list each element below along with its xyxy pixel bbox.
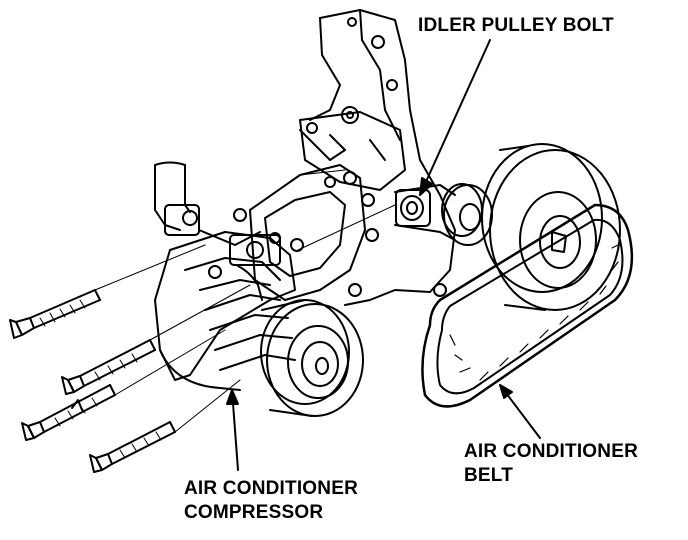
ac-belt-label-line2: BELT — [464, 465, 513, 486]
idler-pulley — [394, 183, 493, 246]
mounting-bolt-4 — [89, 421, 176, 473]
compressor-clutch-pulley — [260, 299, 364, 417]
ac-compressor-body — [154, 231, 296, 391]
ac-belt-label-line1: AIR CONDITIONER — [464, 441, 638, 462]
idler-pulley-bolt-label: IDLER PULLEY BOLT — [418, 14, 614, 38]
mounting-bolt-3 — [21, 384, 116, 441]
mounting-bolts — [9, 289, 176, 473]
bracket-fasteners — [233, 171, 447, 297]
mounting-bolt-1 — [9, 289, 101, 339]
ac-compressor-label-line1: AIR CONDITIONER — [184, 478, 358, 499]
ac-drive-belt — [421, 203, 634, 408]
crankshaft-pulley — [481, 143, 621, 311]
mounting-bolt-2 — [61, 339, 156, 395]
idler-bolt-leader — [419, 39, 491, 196]
compressor-bracket — [249, 122, 366, 301]
callout-leaders — [226, 39, 541, 471]
idler-bolt-arrowhead — [419, 177, 433, 196]
idler-pulley-bolt-text: IDLER PULLEY BOLT — [418, 15, 614, 36]
compressor-arrowhead — [226, 389, 239, 405]
engine-bracket — [299, 9, 456, 306]
bolt-alignment-lines — [94, 169, 396, 433]
idler-pulley-bolt — [400, 195, 424, 221]
ac-compressor-label-line2: COMPRESSOR — [184, 502, 324, 523]
ac-belt-label: AIR CONDITIONER BELT — [464, 440, 638, 488]
refrigerant-hose — [154, 161, 261, 246]
ac-compressor-label: AIR CONDITIONER COMPRESSOR — [184, 477, 358, 525]
belt-arrowhead — [499, 384, 513, 399]
